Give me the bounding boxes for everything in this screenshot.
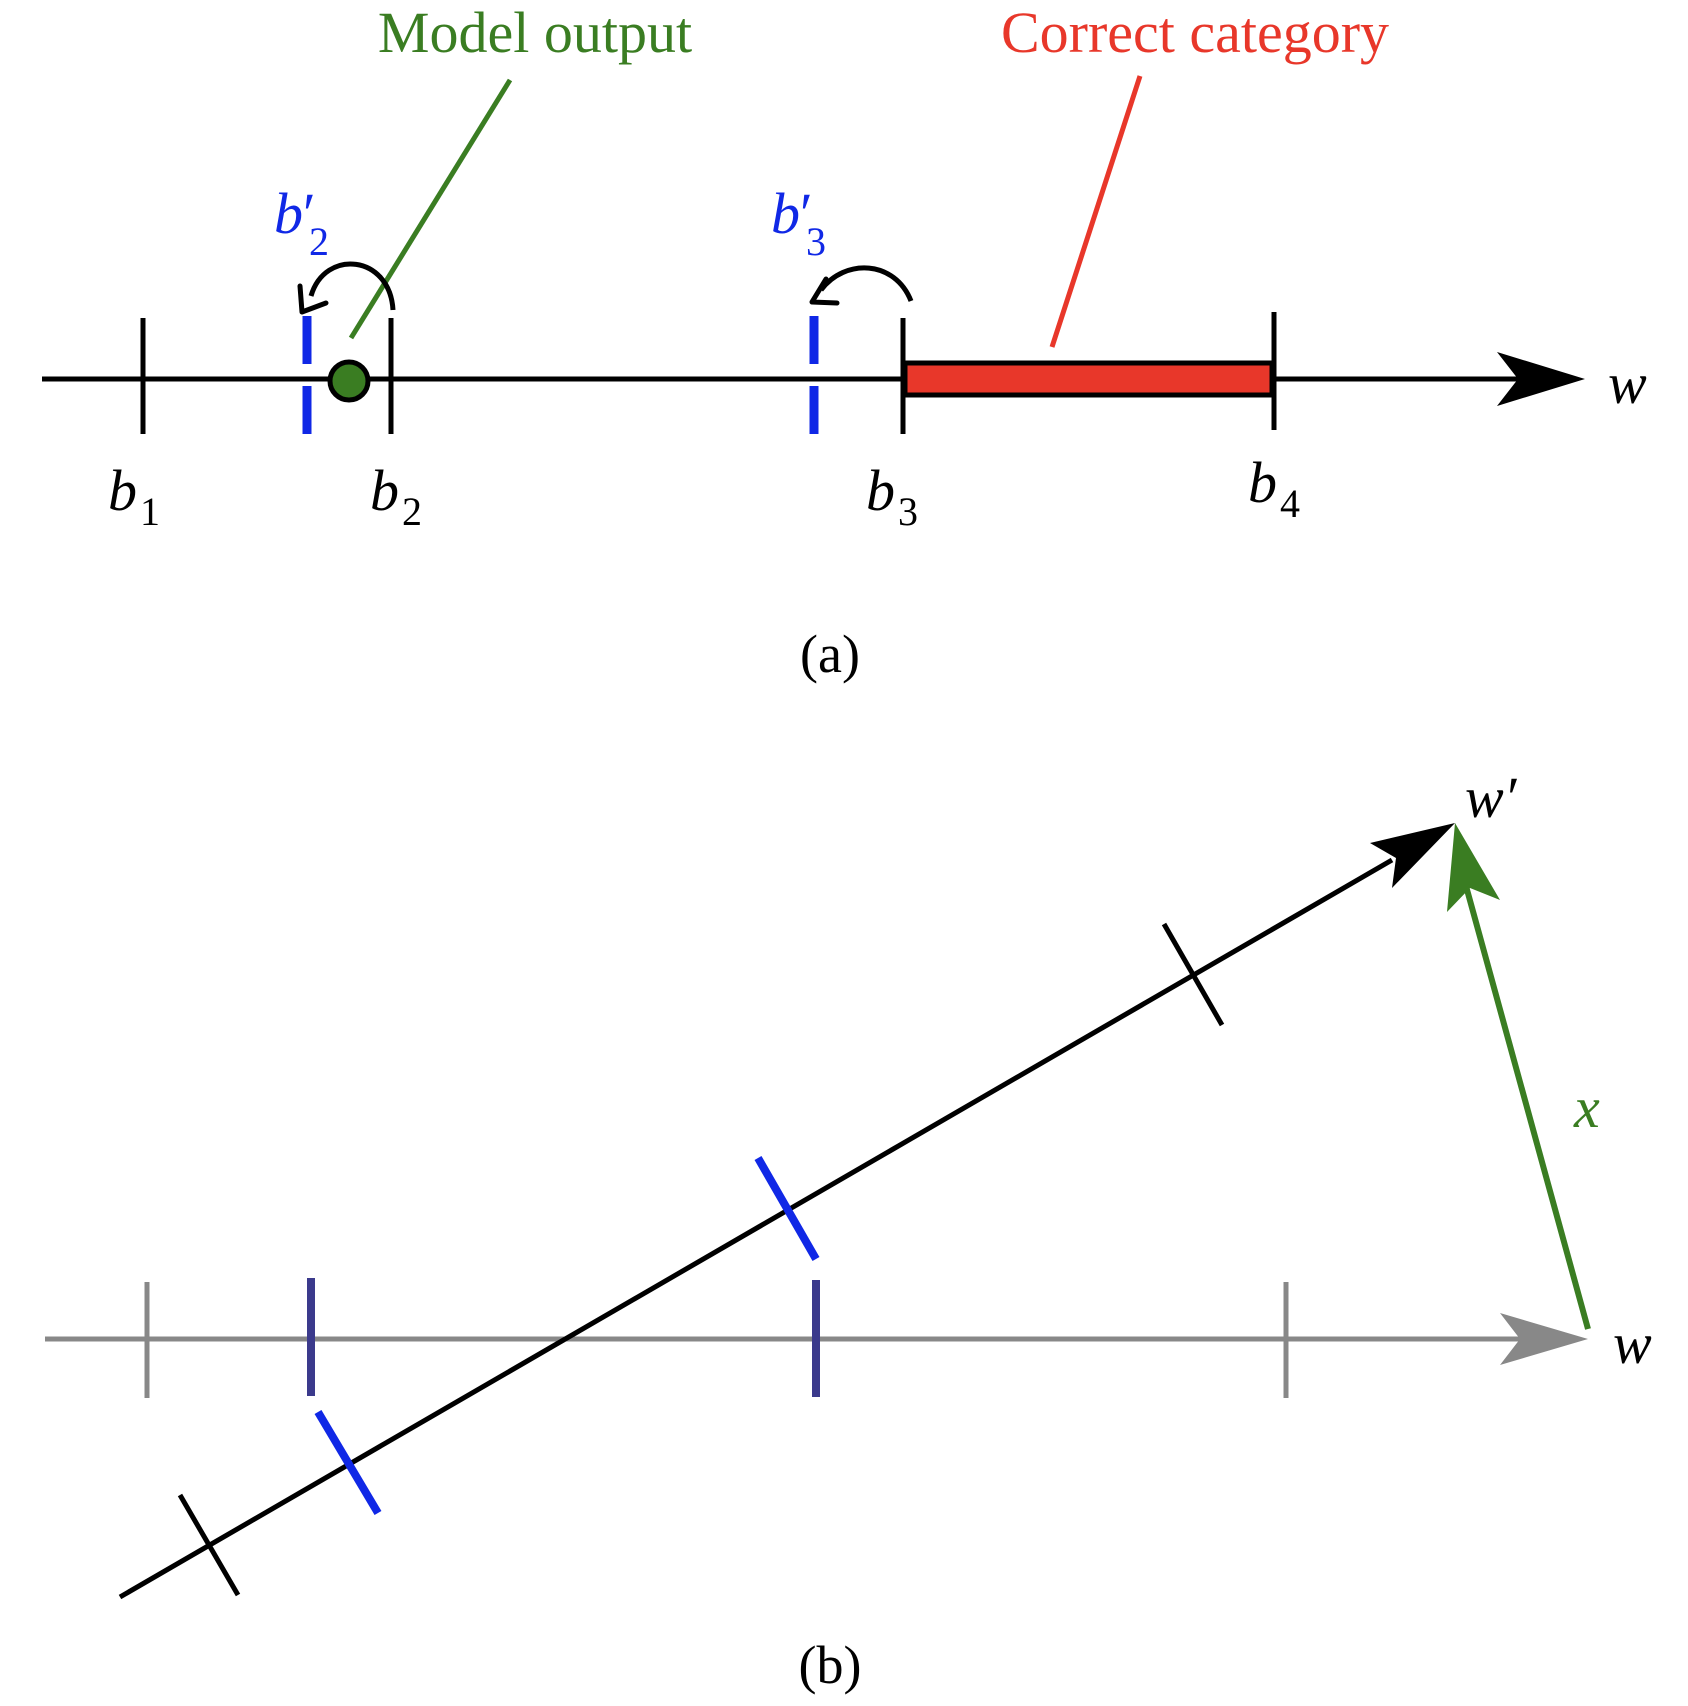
- model-output-pointer: [348, 78, 513, 340]
- shift-arrowhead-b3: [809, 276, 840, 306]
- shift-arrow-b3: [819, 265, 914, 302]
- label-b3-sub: 3: [898, 489, 918, 534]
- new-tick-1: [177, 1493, 241, 1597]
- label-b2: b: [370, 458, 399, 523]
- axis-arrowhead: [1497, 352, 1585, 406]
- label-b1-sub: 1: [140, 489, 160, 534]
- old-axis-label: w: [1613, 1311, 1652, 1376]
- panel-a: Model output Correct category w b′ 2: [42, 0, 1647, 684]
- correct-category-label: Correct category: [1001, 0, 1389, 65]
- correct-category-bar: [902, 360, 1275, 398]
- x-vector-label: x: [1573, 1075, 1600, 1140]
- label-b3prime: b′: [771, 181, 813, 246]
- old-axis-arrowhead: [1500, 1313, 1588, 1365]
- caption-b: (b): [799, 1635, 862, 1695]
- new-tick-2: [314, 1409, 382, 1516]
- x-vector: [1463, 885, 1591, 1330]
- label-b1: b: [108, 458, 137, 523]
- shift-arrow-b2: [308, 261, 396, 311]
- new-tick-3: [754, 1156, 820, 1261]
- label-b3: b: [866, 458, 895, 523]
- new-axis-arrowhead: [1370, 823, 1455, 888]
- label-b4: b: [1248, 450, 1277, 515]
- label-b4-sub: 4: [1280, 481, 1300, 526]
- new-tick-4: [1161, 922, 1225, 1027]
- shift-arrowhead-b2: [297, 283, 329, 315]
- caption-a: (a): [800, 624, 860, 684]
- label-b2-sub: 2: [402, 489, 422, 534]
- new-axis-w-prime: [118, 857, 1394, 1600]
- label-b2prime: b′: [274, 181, 316, 246]
- new-axis-label: w′: [1465, 765, 1518, 830]
- model-output-label: Model output: [378, 0, 692, 65]
- axis-w-label: w: [1608, 351, 1647, 416]
- model-output-dot: [327, 359, 371, 403]
- panel-b: w w′ x (b): [45, 765, 1652, 1695]
- label-b2prime-sub: 2: [309, 219, 329, 264]
- correct-category-pointer: [1049, 75, 1143, 348]
- label-b3prime-sub: 3: [806, 219, 826, 264]
- x-vector-arrowhead: [1447, 823, 1500, 912]
